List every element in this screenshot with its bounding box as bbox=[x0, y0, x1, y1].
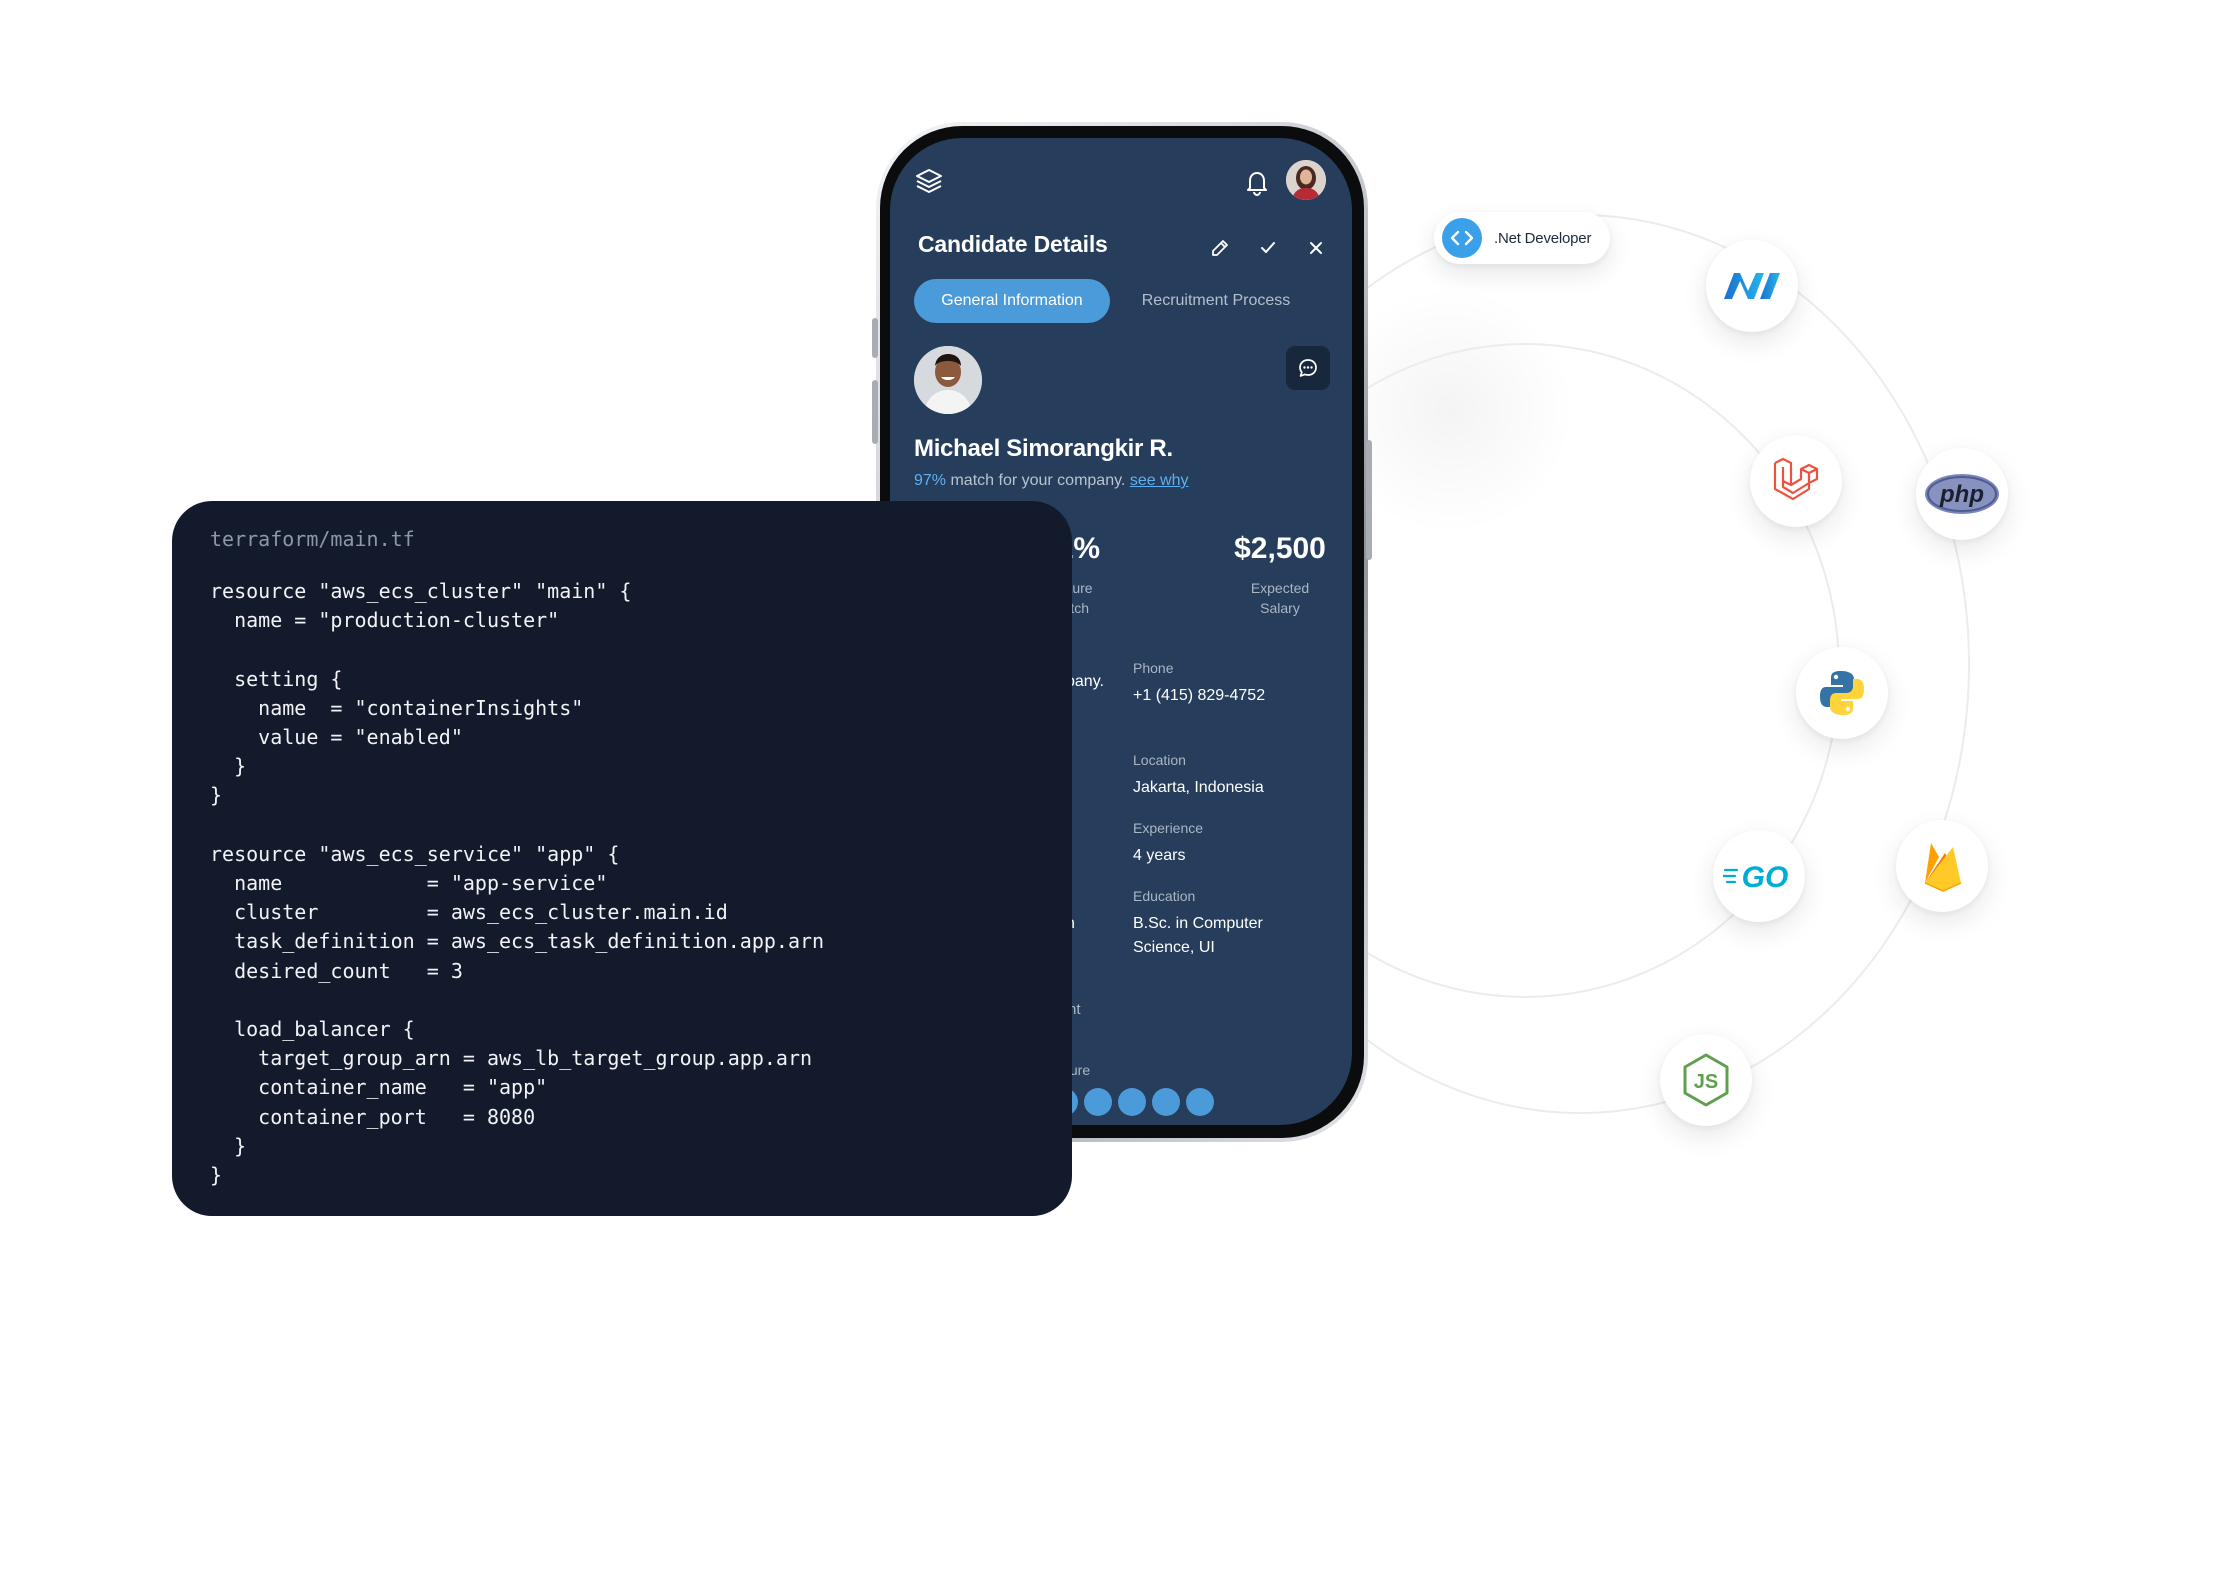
experience-value: 4 years bbox=[1133, 847, 1186, 864]
code-line: } bbox=[210, 1133, 247, 1158]
code-line: setting { bbox=[210, 666, 343, 691]
candidate-avatar bbox=[914, 346, 982, 414]
education-label: Education bbox=[1133, 888, 1196, 904]
laravel-icon[interactable] bbox=[1750, 435, 1842, 527]
code-line bbox=[210, 986, 824, 1015]
net-developer-label: .Net Developer bbox=[1494, 229, 1592, 247]
go-text: GO bbox=[1742, 861, 1789, 894]
code-line: load_balancer { bbox=[210, 1017, 415, 1042]
rating-dot bbox=[1152, 1088, 1180, 1116]
code-line: name = "app-service" bbox=[210, 871, 608, 896]
phone-volume-up bbox=[872, 380, 878, 444]
check-icon[interactable] bbox=[1254, 234, 1282, 262]
company-text-tail: pany. bbox=[1066, 673, 1104, 690]
code-line: container_name = "app" bbox=[210, 1075, 548, 1100]
expected-salary-value: $2,500 bbox=[1234, 532, 1326, 565]
see-why-link[interactable]: see why bbox=[1129, 472, 1189, 489]
code-line: name = "containerInsights" bbox=[210, 695, 584, 720]
js-text: JS bbox=[1694, 1071, 1718, 1093]
code-line: name = "production-cluster" bbox=[210, 608, 560, 633]
code-line bbox=[210, 811, 824, 840]
code-line: cluster = aws_ecs_cluster.main.id bbox=[210, 900, 728, 925]
rating-dot bbox=[1186, 1088, 1214, 1116]
match-percentage: 97% bbox=[914, 472, 947, 489]
bell-icon[interactable] bbox=[1242, 168, 1272, 198]
go-icon[interactable]: GO bbox=[1713, 830, 1805, 922]
phone-label: Phone bbox=[1133, 660, 1174, 676]
experience-label: Experience bbox=[1133, 820, 1204, 836]
layers-logo-icon[interactable] bbox=[912, 164, 946, 198]
code-line: resource "aws_ecs_cluster" "main" { bbox=[210, 579, 632, 603]
code-line: value = "enabled" bbox=[210, 725, 463, 750]
code-line: resource "aws_ecs_service" "app" { bbox=[210, 841, 620, 866]
nodejs-icon[interactable]: JS bbox=[1660, 1034, 1752, 1126]
user-avatar[interactable] bbox=[1286, 160, 1326, 200]
net-developer-chip[interactable]: .Net Developer bbox=[1434, 212, 1610, 264]
close-icon[interactable] bbox=[1302, 234, 1330, 262]
tab-general-information[interactable]: General Information bbox=[914, 279, 1110, 323]
dotnet-icon[interactable] bbox=[1706, 240, 1798, 332]
code-line: } bbox=[210, 754, 247, 779]
tab-recruitment-process[interactable]: Recruitment Process bbox=[1141, 292, 1291, 309]
code-line: } bbox=[210, 1163, 223, 1188]
php-text: php bbox=[1939, 481, 1984, 508]
code-line: target_group_arn = aws_lb_target_group.a… bbox=[210, 1046, 813, 1071]
code-filename: terraform/main.tf bbox=[210, 527, 415, 551]
location-label: Location bbox=[1133, 752, 1186, 768]
code-icon bbox=[1442, 218, 1482, 258]
python-icon[interactable] bbox=[1796, 647, 1888, 739]
code-block: resource "aws_ecs_cluster" "main" { name… bbox=[210, 577, 824, 1190]
phone-power-button bbox=[1366, 440, 1372, 560]
php-icon[interactable]: php bbox=[1916, 448, 2008, 540]
code-line: desired_count = 3 bbox=[210, 958, 463, 983]
phone-value[interactable]: +1 (415) 829-4752 bbox=[1133, 687, 1266, 704]
phone-side-button bbox=[872, 318, 878, 358]
code-line: } bbox=[210, 783, 223, 808]
rating-dot bbox=[1118, 1088, 1146, 1116]
page-title: Candidate Details bbox=[918, 231, 1108, 257]
match-line: 97% match for your company. see why bbox=[914, 472, 1189, 490]
code-line bbox=[210, 635, 824, 664]
match-text: match for your company. bbox=[946, 472, 1130, 489]
location-value: Jakarta, Indonesia bbox=[1133, 779, 1264, 796]
code-card: terraform/main.tf resource "aws_ecs_clus… bbox=[172, 501, 1072, 1216]
candidate-name: Michael Simorangkir R. bbox=[914, 435, 1173, 462]
edit-icon[interactable] bbox=[1206, 234, 1234, 262]
rating-dot bbox=[1084, 1088, 1112, 1116]
chat-button[interactable] bbox=[1286, 346, 1330, 390]
future-text-tail: ture bbox=[1066, 1062, 1091, 1078]
code-line: task_definition = aws_ecs_task_definitio… bbox=[210, 929, 825, 954]
firebase-icon[interactable] bbox=[1896, 820, 1988, 912]
code-line: container_port = 8080 bbox=[210, 1104, 536, 1129]
